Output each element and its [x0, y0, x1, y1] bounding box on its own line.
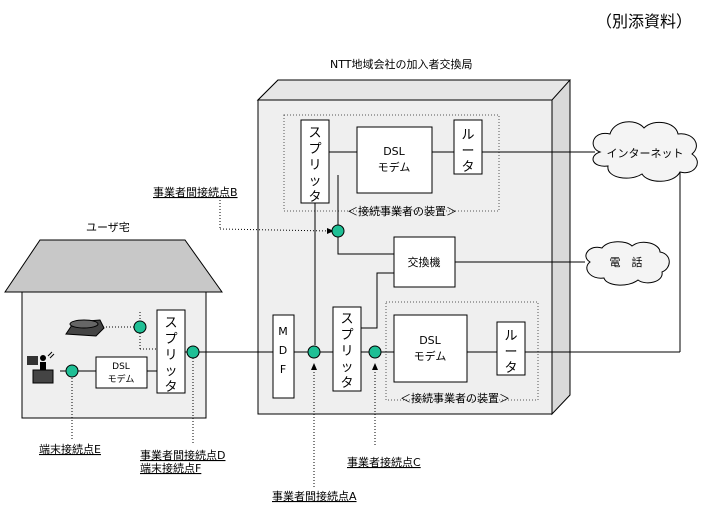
point-a-label: 事業者間接続点A: [272, 489, 357, 503]
node-d: [186, 345, 200, 359]
dsl-modem-top-line2: モデム: [378, 160, 411, 174]
carrier-equipment-bottom-frame: [385, 301, 539, 401]
telephone-icon: [65, 319, 105, 337]
arrow-to-point-a: [311, 363, 317, 370]
dsl-modem-user: [95, 356, 148, 389]
exchange-switch: [393, 236, 456, 288]
building-title: NTT地域会社の加入者交換局: [330, 57, 472, 71]
arrow-to-point-c: [372, 363, 378, 370]
router-top-label: ルータ: [461, 128, 474, 175]
splitter-bottom: [332, 306, 362, 392]
node-a: [307, 345, 321, 359]
mdf: [272, 314, 295, 399]
pc-user-icon: [27, 351, 55, 384]
internet-cloud: インターネット: [592, 121, 698, 182]
user-house: [4, 239, 223, 419]
exchange-switch-label: 交換機: [408, 255, 441, 269]
carrier-equipment-top-frame: [283, 114, 500, 212]
router-bottom-label: ルータ: [504, 329, 517, 376]
splitter-top-label: スプリッタ: [308, 126, 321, 205]
dsl-modem-bottom: [393, 314, 468, 383]
dsl-modem-top: [356, 126, 433, 194]
node-e: [65, 364, 79, 378]
house-title: ユーザ宅: [86, 220, 130, 234]
point-d-label: 事業者間接続点D: [140, 448, 225, 462]
dsl-modem-top-line1: DSL: [383, 145, 405, 158]
splitter-bottom-label: スプリッタ: [340, 312, 353, 391]
node-b: [331, 224, 345, 238]
phone-cloud: 電 話: [585, 241, 670, 286]
splitter-top: [300, 119, 330, 204]
arrow-to-point-b: [327, 228, 334, 234]
dsl-modem-bottom-line2: モデム: [414, 349, 447, 363]
node-c: [368, 345, 382, 359]
point-e-label: 端末接続点E: [39, 442, 101, 456]
router-bottom: [496, 321, 526, 376]
connection-lines: [60, 151, 681, 372]
carrier-equipment-top-label: ＜接続事業者の装置＞: [347, 204, 457, 218]
internet-label: インターネット: [607, 147, 684, 160]
splitter-house: [156, 309, 186, 394]
point-b-label: 事業者間接続点B: [153, 185, 238, 199]
dsl-modem-bottom-line1: DSL: [419, 334, 441, 347]
phone-label: 電 話: [610, 255, 643, 269]
connection-nodes: [65, 224, 382, 378]
point-f-label: 端末接続点F: [140, 461, 201, 475]
point-c-label: 事業者接続点C: [347, 455, 421, 469]
router-top: [453, 119, 483, 175]
splitter-house-label: スプリッタ: [164, 316, 177, 395]
node-phone: [133, 320, 147, 334]
dsl-modem-user-line1: DSL: [112, 362, 130, 372]
dsl-modem-user-line2: モデム: [108, 373, 135, 385]
carrier-equipment-bottom-label: ＜接続事業者の装置＞: [400, 391, 510, 405]
attachment-note: （別添資料）: [596, 12, 692, 31]
